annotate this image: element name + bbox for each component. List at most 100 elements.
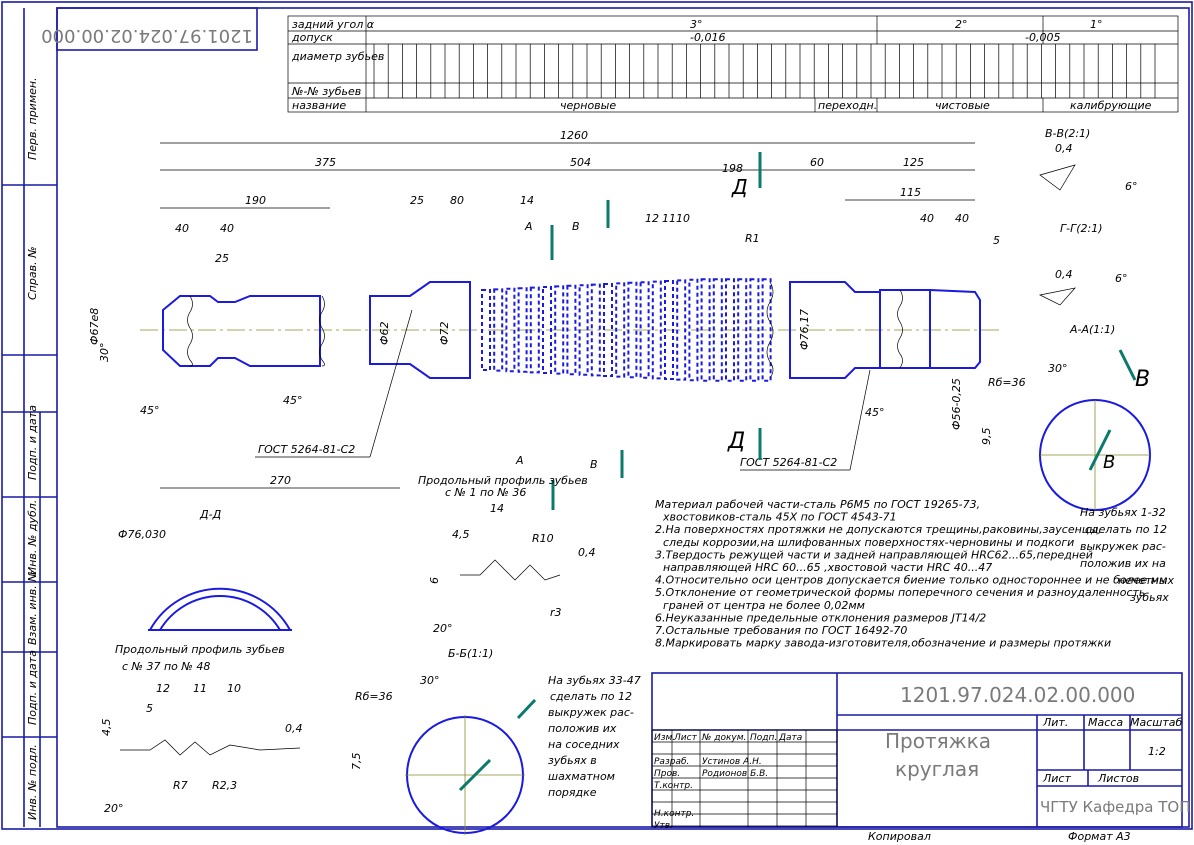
tb-header-2: № докум.: [701, 733, 746, 743]
dim-504: 504: [570, 156, 591, 169]
tb-listov: Листов: [1097, 772, 1139, 785]
section-dd-title: Д-Д: [199, 508, 222, 521]
angle-rough: 3°: [690, 18, 703, 31]
profile1-title: Продольный профиль зубьев: [418, 474, 588, 487]
dim-115: 115: [900, 186, 921, 199]
designation-box: [56, 7, 258, 51]
rear-shank: [879, 289, 931, 369]
section-vv-04: 0,4: [1055, 142, 1073, 155]
rb36-a: Rб=36: [988, 376, 1026, 389]
cutting-tooth: [542, 286, 552, 374]
profile-2-detail: 12 11 10 5 4,5 0,4 R7 R2,3 20°: [100, 682, 303, 815]
cutting-tooth: [554, 285, 565, 375]
tolerance-finish: -0,005: [1025, 31, 1060, 44]
note-v-4: положив их на: [1080, 557, 1166, 570]
note-g-4: положив их: [548, 722, 617, 735]
cutting-tooth: [529, 286, 540, 374]
p2-r23: R2,3: [212, 779, 237, 792]
note-g-5: на соседних: [548, 738, 620, 751]
right-sections: В-В(2:1) 0,4 6° Г-Г(2:1) 0,4 6° А-А(1:1)…: [980, 127, 1175, 604]
cutting-tooth: [505, 287, 516, 373]
inner-frame: [56, 7, 1190, 828]
angle-30: 30°: [98, 343, 111, 363]
note-g-8: порядке: [548, 786, 597, 799]
p2-20: 20°: [104, 802, 124, 815]
tb-role-0: Разраб.: [654, 757, 689, 767]
group-finish: чистовые: [935, 99, 990, 112]
view-b-letter-2: В: [1103, 452, 1115, 473]
row-label-teeth-no: №-№ зубьев: [291, 85, 361, 98]
note-g-6: зубьях в: [548, 754, 597, 767]
cutting-tooth: [761, 278, 772, 382]
tb-header-4: Дата: [778, 733, 802, 743]
angle-30c: 30°: [420, 674, 440, 687]
dim-80: 80: [450, 194, 464, 207]
dia-72: Ф72: [438, 322, 451, 345]
p2-04: 0,4: [285, 722, 303, 735]
dim-375: 375: [315, 156, 336, 169]
dim-40a: 40: [175, 222, 189, 235]
dd-diameter: Ф76,030: [118, 528, 166, 541]
tb-role-1: Пров.: [654, 769, 680, 779]
cutting-tooth: [651, 280, 662, 380]
note-line: граней от центра не более 0,02мм: [663, 599, 865, 612]
section-gg-04: 0,4: [1055, 268, 1073, 281]
outer-frame: [1, 1, 1193, 830]
p2-10: 10: [227, 682, 241, 695]
cutting-tooth: [517, 287, 528, 373]
dim-25b: 25: [215, 252, 229, 265]
cutting-tooth: [481, 289, 491, 371]
note-line: Материал рабочей части-сталь Р6М5 по ГОС…: [655, 498, 980, 511]
angle-finish: 2°: [955, 18, 968, 31]
note-v-2: сделать по 12: [1085, 523, 1167, 536]
note-v-3: выкружек рас-: [1080, 540, 1166, 553]
stamp-ref-no: Справ. №: [26, 246, 39, 300]
tb-scale-label: Масштаб: [1130, 716, 1182, 729]
dim-5: 5: [993, 234, 1000, 247]
p1-04: 0,4: [578, 546, 596, 559]
section-bb-title: Б-Б(1:1): [448, 647, 493, 660]
stamp-first-use: Перв. примен.: [26, 77, 39, 160]
cutting-tooth: [627, 281, 638, 379]
tb-name-1: Родионов Б.В.: [702, 769, 768, 779]
tb-title-1: Протяжка: [885, 729, 991, 753]
p1-45: 4,5: [452, 528, 470, 541]
dim-40b: 40: [220, 222, 234, 235]
cutting-tooth: [578, 284, 589, 376]
dim-25: 25: [410, 194, 424, 207]
rear-end: [929, 289, 981, 369]
stamp-sign-date-2: Подп. и дата: [26, 650, 39, 725]
dia-62: Ф62: [378, 322, 391, 345]
dim-40d: 40: [955, 212, 969, 225]
angle-calib: 1°: [1090, 18, 1103, 31]
section-vv-title: В-В(2:1): [1045, 127, 1090, 140]
p1-14: 14: [490, 502, 504, 515]
rb36-b: Rб=36: [355, 690, 393, 703]
section-a-mark-2: А: [515, 454, 524, 467]
angle-30b: 30°: [1048, 362, 1068, 375]
weld-note-1: ГОСТ 5264-81-С2: [258, 443, 355, 456]
section-gg-6: 6°: [1115, 272, 1128, 285]
note-line: хвостовиков-сталь 45Х по ГОСТ 4543-71: [662, 511, 897, 524]
section-a-mark: А: [524, 220, 533, 233]
note-line: 6.Неуказанные предельные отклонения разм…: [655, 611, 986, 624]
cutting-teeth: [481, 278, 772, 382]
tb-role-3: Н.контр.: [654, 809, 694, 819]
dim-40c: 40: [920, 212, 934, 225]
section-b-mark-2: В: [590, 458, 598, 471]
p2-45: 4,5: [100, 719, 113, 737]
stamp-dup-inv: Инв. № дубл.: [26, 500, 39, 575]
section-d-mark: Д: [731, 175, 748, 199]
tb-role-4: Утв.: [654, 821, 673, 831]
note-g-3: выкружек рас-: [548, 706, 634, 719]
profile2-range: с № 37 по № 48: [122, 660, 210, 673]
cutting-tooth: [749, 278, 760, 382]
dia-67: Ф67е8: [88, 308, 101, 345]
teeth-table: задний угол α допуск диаметр зубьев №-№ …: [287, 15, 1179, 113]
dim-95: 9,5: [980, 428, 993, 446]
stamp-sign-date-1: Подп. и дата: [26, 405, 39, 480]
note-line: 7.Остальные требования по ГОСТ 16492-70: [655, 624, 907, 637]
dim-12: 12: [645, 212, 659, 225]
tb-header-1: Лист: [673, 733, 698, 743]
cutting-tooth: [590, 283, 601, 377]
